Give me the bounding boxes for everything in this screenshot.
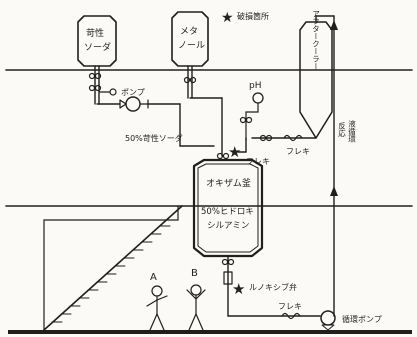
methanol-tank-label-1: メタ	[180, 26, 198, 37]
circulation-pump-icon	[320, 310, 336, 331]
staircase	[43, 205, 183, 331]
pump-label: ポンプ	[121, 88, 145, 97]
vessel-top-valve	[216, 152, 230, 160]
naoh-pump-icon	[119, 96, 149, 112]
ph-meter-icon	[252, 92, 264, 104]
upper-flex-hose-icon	[283, 134, 303, 142]
reaction-label-2: 液循環	[347, 119, 356, 144]
reaction-label-1: 反応	[337, 121, 346, 139]
naoh-valve-1	[88, 72, 102, 80]
bottom-flex-label: フレキ	[278, 302, 302, 311]
leak-star-icon: ★	[221, 10, 234, 26]
person-b-label: B	[191, 268, 198, 279]
person-b-icon	[186, 284, 206, 331]
bottom-leak-star-icon: ★	[232, 280, 245, 298]
bottom-valve-label: ルノキシブ弁	[249, 282, 297, 292]
naoh-tank	[77, 15, 117, 67]
methanol-valve	[183, 76, 197, 84]
bottom-valve-1	[221, 258, 235, 266]
leak-point-label: 破損箇所	[237, 11, 269, 21]
vessel-leak-star-icon: ★	[228, 143, 241, 161]
vessel-contents-2: シルアミン	[207, 221, 249, 231]
upper-check-valve	[259, 134, 273, 142]
bottom-flex-hose-icon	[281, 312, 301, 320]
circ-pump-label: 循環ポンプ	[342, 314, 382, 324]
pressure-gauge-icon	[109, 88, 117, 96]
naoh-pipe-label: 50%苛性ソーダ	[125, 133, 183, 143]
after-cooler	[299, 21, 333, 139]
vessel-title: オキザム釜	[206, 177, 251, 189]
person-a-icon	[146, 285, 168, 331]
ph-label: pH	[249, 81, 261, 91]
naoh-valve-2	[88, 84, 102, 92]
ph-valve	[239, 116, 253, 124]
vessel-contents-1: 50%ヒドロキ	[201, 207, 254, 217]
reactor-vessel	[192, 158, 264, 258]
flow-arrow-up-icon	[330, 20, 338, 30]
bottom-valve-body	[223, 271, 233, 285]
upper-flex-label-right: フレキ	[286, 147, 310, 156]
flow-arrow-up-lower-icon	[330, 186, 338, 196]
person-a-label: A	[150, 272, 157, 283]
flex-label-left: フレキ	[246, 157, 270, 166]
naoh-tank-label-2: ソーダ	[84, 41, 111, 53]
methanol-tank-label-2: ノール	[178, 41, 205, 51]
methanol-tank	[171, 11, 209, 67]
naoh-tank-label-1: 苛性	[86, 27, 104, 39]
cooler-label: アフタークーラー	[312, 10, 321, 70]
ground-floor	[8, 330, 412, 334]
